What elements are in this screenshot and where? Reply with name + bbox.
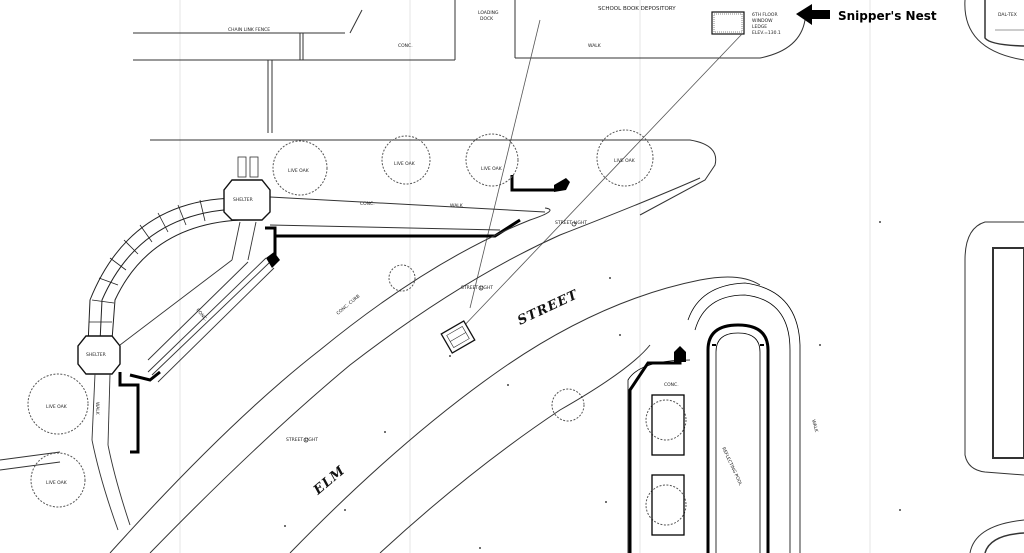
- tree-live-oak-2: [381, 135, 431, 185]
- tree-small-1: [388, 264, 416, 292]
- tree-live-oak-6: [30, 452, 86, 508]
- tree-small-2: [551, 388, 585, 422]
- street-light-label-2: STREET LIGHT: [461, 285, 493, 291]
- walk-right-label: WALK: [810, 419, 819, 434]
- tree-live-oak-1: [272, 140, 328, 196]
- tree-pool-1: [645, 399, 687, 441]
- left-arrow-icon: [796, 4, 830, 25]
- dal-tex-building: DAL-TEX: [964, 0, 1024, 61]
- tree-label-1: LIVE OAK: [288, 168, 310, 174]
- sight-lines: [459, 19, 743, 331]
- street-name-elm: ELM: [310, 463, 348, 499]
- depository-label: SCHOOL BOOK DEPOSITORY LOADING DOCK CHAI…: [228, 6, 676, 49]
- conc-top-label: CONC.: [398, 43, 413, 49]
- shelter-north-label: SHELTER: [233, 197, 253, 203]
- street-light-labels: STREET LIGHT STREET LIGHT STREET LIGHT: [286, 220, 587, 443]
- walk-top-label: WALK: [588, 43, 602, 49]
- tree-label-6: LIVE OAK: [46, 480, 68, 486]
- street-light-label-1: STREET LIGHT: [555, 220, 587, 226]
- street-lights: [303, 221, 577, 443]
- street-light-label-3: STREET LIGHT: [286, 437, 318, 443]
- street-light-3: [303, 437, 309, 443]
- chain-link-fence-label: CHAIN LINK FENCE: [228, 27, 270, 33]
- snipers-nest-label: Snipper's Nest: [838, 9, 937, 23]
- trees: [27, 129, 687, 526]
- street-light-1: [571, 221, 577, 227]
- pool-conc-label: CONC.: [664, 382, 679, 388]
- loading-dock-text-1: LOADING: [478, 10, 499, 16]
- tree-label-2: LIVE OAK: [394, 161, 416, 167]
- street-name-street: STREET: [515, 287, 581, 328]
- tree-live-oak-4: [596, 129, 654, 187]
- tree-pool-2: [645, 484, 687, 526]
- shelter-south-label: SHELTER: [86, 352, 106, 358]
- window-text-2: WINDOW: [752, 18, 773, 24]
- pool-labels: REFLECTING POOL CONC. WALK: [664, 382, 819, 487]
- elevation-marks: [284, 221, 901, 549]
- conc-walk-label: CONC.: [360, 201, 375, 207]
- sixth-floor-window: 6TH FLOOR WINDOW LEDGE ELEV.=130.1: [711, 11, 781, 36]
- window-text-3: LEDGE: [752, 24, 767, 30]
- tree-label-4: LIVE OAK: [614, 158, 636, 164]
- tree-label-5: LIVE OAK: [46, 404, 68, 410]
- walk-mid-label: WALK: [450, 203, 464, 209]
- conc-curb-label: CONC. CURB: [335, 293, 361, 316]
- dal-tex-label: DAL-TEX: [998, 12, 1017, 18]
- top-street-block: [133, 0, 806, 133]
- reflecting-pool: [627, 282, 801, 553]
- street-light-2: [478, 285, 484, 291]
- sheet-fold-lines: [179, 0, 871, 553]
- north-shelter: SHELTER: [223, 156, 271, 221]
- retaining-walls: [118, 175, 682, 553]
- tree-live-oak-5: [27, 373, 89, 435]
- right-block: [964, 221, 1024, 553]
- wall-end-markers: [266, 178, 686, 362]
- snipers-nest-annotation: Snipper's Nest: [796, 4, 937, 25]
- window-text-4: ELEV.=130.1: [752, 30, 781, 36]
- tree-label-3: LIVE OAK: [481, 166, 503, 172]
- west-walks: [0, 221, 275, 531]
- south-shelter: SHELTER: [77, 335, 121, 375]
- tree-live-oak-3: [465, 133, 519, 187]
- loading-dock-text-2: DOCK: [480, 16, 494, 22]
- depository-text: SCHOOL BOOK DEPOSITORY: [598, 6, 676, 12]
- presidential-limousine: [440, 320, 476, 354]
- tree-labels: LIVE OAK LIVE OAK LIVE OAK LIVE OAK LIVE…: [46, 158, 636, 486]
- walk-west-label: WALK: [94, 402, 100, 416]
- elm-street-curbs: [109, 177, 761, 553]
- window-text-1: 6TH FLOOR: [752, 12, 778, 18]
- north-walk: [150, 139, 717, 231]
- reflecting-pool-label: REFLECTING POOL: [720, 446, 743, 487]
- pergola-colonnade: [87, 197, 241, 346]
